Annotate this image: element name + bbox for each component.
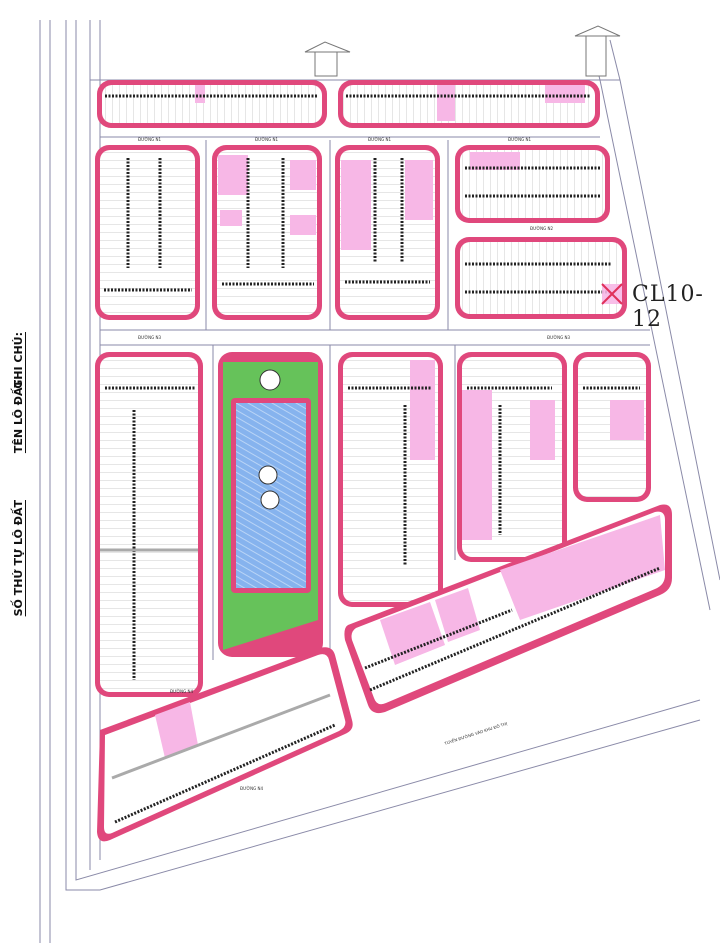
lot-cross-mark: [601, 283, 623, 305]
lot-annotation-label: CL10-12: [632, 282, 704, 332]
road-label-main: TUYẾN ĐƯỜNG VÀO KHU ĐÔ THỊ: [443, 720, 508, 746]
block-row2-d2: [455, 237, 627, 319]
block-row3-a: [95, 352, 203, 697]
block-top-right: [338, 80, 600, 128]
road-label-n1-b: ĐƯỜNG N1: [255, 137, 279, 142]
block-row2-b: [212, 145, 322, 320]
legend-item-lot-name: TÊN LÔ ĐẤT: [12, 380, 25, 454]
park-with-lake: [218, 352, 323, 657]
block-row3-d: [457, 352, 567, 562]
block-top-left: [97, 80, 327, 128]
block-row3-c: [338, 352, 443, 607]
legend-item-lot-number: SỐ THỨ TỰ LÔ ĐẤT: [12, 500, 25, 617]
road-label-n3-a: ĐƯỜNG N3: [138, 335, 162, 340]
road-label-n1-c: ĐƯỜNG N1: [368, 137, 392, 142]
block-row2-d1: [455, 145, 610, 223]
road-label-n1-d: ĐƯỜNG N1: [508, 137, 532, 142]
block-row2-c: [335, 145, 440, 320]
road-label-n1-a: ĐƯỜNG N1: [138, 137, 162, 142]
entrance-gate-top: [304, 25, 621, 77]
road-label-n4-b: ĐƯỜNG N4: [240, 786, 264, 791]
block-diagonal-right: [344, 504, 672, 714]
block-row3-e: [573, 352, 651, 502]
road-label-n3-b: ĐƯỜNG N3: [547, 335, 571, 340]
block-diagonal-left: [97, 647, 353, 842]
road-label-n2-a: ĐƯỜNG N2: [530, 226, 554, 231]
block-row2-a: [95, 145, 200, 320]
road-label-n4-a: ĐƯỜNG N4: [170, 689, 194, 694]
